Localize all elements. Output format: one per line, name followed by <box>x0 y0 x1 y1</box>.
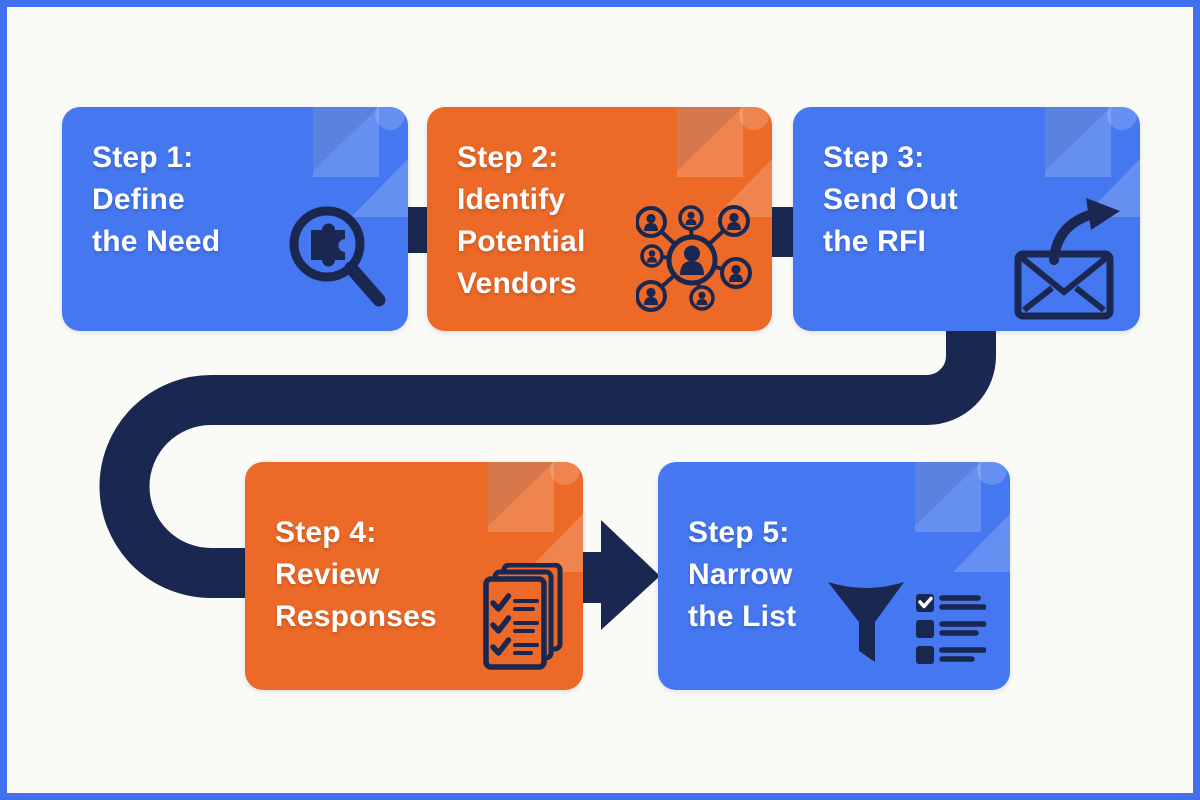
step-2-card: Step 2: Identify Potential Vendors <box>427 107 772 331</box>
corner-pattern-decoration <box>915 462 1010 572</box>
corner-pattern-decoration <box>313 107 408 217</box>
step-3-title: Step 3: Send Out the RFI <box>823 141 958 258</box>
connector-step2-step3 <box>770 207 795 257</box>
connector-step3-step4-uturn <box>99 318 996 598</box>
magnifier-puzzle-icon <box>289 206 386 307</box>
step-4-title: Step 4: Review Responses <box>275 516 437 633</box>
step-5-card: Step 5: Narrow the List <box>658 462 1010 690</box>
connector-arrow-step4-step5 <box>579 520 660 630</box>
connector-step1-step2 <box>406 207 429 253</box>
step-1-title: Step 1: Define the Need <box>92 141 221 258</box>
vendor-network-icon <box>636 205 752 312</box>
step-5-title: Step 5: Narrow the List <box>688 516 797 633</box>
documents-checklist-icon <box>483 563 563 670</box>
step-3-card: Step 3: Send Out the RFI <box>793 107 1140 331</box>
step-4-card: Step 4: Review Responses <box>245 462 583 690</box>
corner-pattern-decoration <box>488 462 583 572</box>
step-2-title: Step 2: Identify Potential Vendors <box>457 141 586 300</box>
funnel-checklist-icon <box>828 582 986 664</box>
step-1-card: Step 1: Define the Need <box>62 107 408 331</box>
send-mail-icon <box>1014 198 1120 320</box>
corner-pattern-decoration <box>677 107 772 217</box>
